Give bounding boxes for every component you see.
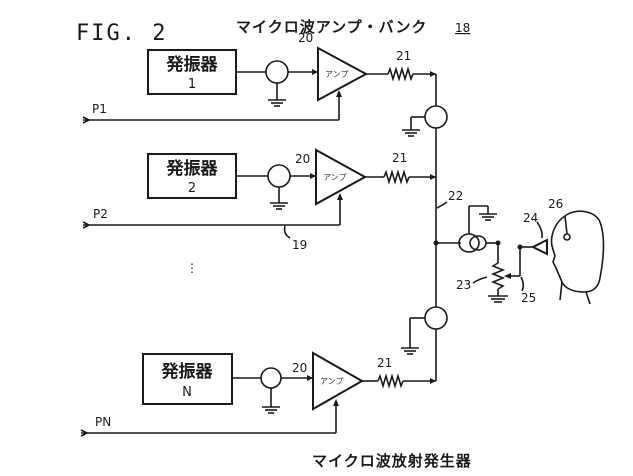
- amplifier-triangle: [312, 351, 365, 411]
- ground-icon: [479, 213, 497, 221]
- oscillator-index: 1: [188, 77, 196, 92]
- resistor-ref: 21: [392, 151, 407, 165]
- head-ref: 26: [548, 197, 563, 211]
- antenna-ref: 24: [523, 211, 538, 225]
- ground-icon: [270, 202, 288, 210]
- amplifier-label: アンプ: [323, 173, 346, 182]
- top-title-ref: 18: [455, 21, 470, 35]
- line-ref: 19: [292, 238, 307, 252]
- lead-ref: 25: [521, 291, 536, 305]
- ground-icon: [401, 347, 419, 355]
- resistor-ref: 21: [396, 49, 411, 63]
- amplifier-ref: 20: [298, 31, 313, 45]
- electrode-icon: [563, 233, 571, 241]
- channel-ellipsis: ⋮: [186, 261, 198, 275]
- input-label: P1: [92, 102, 107, 116]
- ground-icon: [268, 99, 286, 107]
- resistor-ref: 21: [377, 356, 392, 370]
- input-label: P2: [93, 207, 108, 221]
- top-title: マイクロ波アンプ・バンク: [236, 18, 427, 36]
- channel-n: 発振器 N アンプ 20 21 PN: [80, 351, 436, 437]
- combiner-icon: [424, 105, 448, 129]
- potentiometer-icon: [490, 262, 506, 290]
- potentiometer-ref: 23: [456, 278, 471, 292]
- coupler-icon: [260, 367, 282, 389]
- ground-icon: [488, 295, 508, 303]
- ground-icon: [402, 129, 420, 137]
- amplifier-label: アンプ: [325, 70, 348, 79]
- channel-2: 発振器 2 アンプ 20 21 P2 19: [82, 148, 436, 252]
- channel-1: 発振器 1 アンプ 20 21 P1: [82, 31, 437, 124]
- resistor-icon: [387, 66, 414, 82]
- coupler-icon: [267, 164, 291, 188]
- oscillator-label: 発振器: [166, 158, 219, 179]
- resistor-icon: [383, 169, 410, 185]
- amplifier-triangle: [315, 148, 368, 206]
- amplifier-ref: 20: [295, 152, 310, 166]
- oscillator-label: 発振器: [166, 54, 219, 75]
- oscillator-label: 発振器: [161, 361, 214, 382]
- ground-icon: [262, 406, 280, 414]
- coupler-icon: [265, 60, 289, 84]
- oscillator-index: 2: [188, 181, 196, 196]
- amplifier-ref: 20: [292, 361, 307, 375]
- head-icon: [550, 210, 605, 293]
- input-label: PN: [95, 415, 111, 429]
- combiner-icon: [424, 306, 448, 330]
- figure-label: FIG. 2: [76, 21, 167, 46]
- bus-ref: 22: [448, 189, 463, 203]
- resistor-icon: [377, 373, 404, 389]
- amplifier-triangle: [317, 46, 369, 102]
- oscillator-box: [142, 353, 233, 405]
- output-section: 23 25 24 26: [433, 197, 605, 305]
- oscillator-index: N: [182, 385, 192, 400]
- bottom-title: マイクロ波放射発生器: [312, 452, 472, 470]
- amplifier-label: アンプ: [320, 377, 343, 386]
- antenna-icon: [530, 238, 548, 256]
